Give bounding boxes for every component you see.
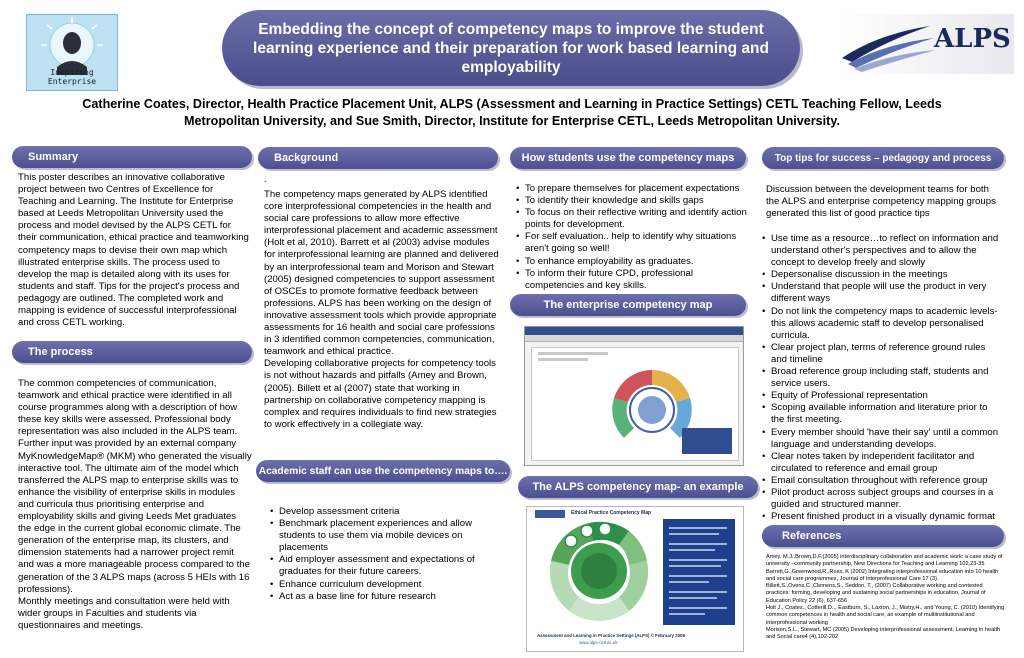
tips-item: Broad reference group including staff, s… — [762, 366, 1002, 390]
tips-item: Every member should 'have their say' unt… — [762, 427, 1002, 451]
tips-item: Email consultation throughout with refer… — [762, 475, 1002, 487]
academic-item: Act as a base line for future research — [270, 591, 502, 603]
summary-heading: Summary — [12, 146, 252, 168]
process-paragraph: The common competencies of communication… — [18, 378, 252, 595]
students-item: To prepare themselves for placement expe… — [516, 183, 752, 195]
students-item: To focus on their reflective writing and… — [516, 207, 752, 231]
enterprise-map-heading: The enterprise competency map — [510, 294, 746, 316]
alps-logo-text: ALPS — [934, 24, 1011, 54]
reference-item: Amey, M.J.,Brown,D.F.(2005) interdiscipl… — [766, 554, 1003, 568]
tips-item: Scoping available information and litera… — [762, 402, 1002, 426]
students-item: To identify their knowledge and skills g… — [516, 195, 752, 207]
alps-map-figure: Ethical Practice Competency Map Assessme… — [526, 506, 744, 652]
alps-map-logo — [535, 510, 565, 518]
background-paragraph: The competency maps generated by ALPS id… — [264, 189, 499, 358]
students-list: To prepare themselves for placement expe… — [516, 183, 752, 292]
background-paragraph-2: Developing collaborative projects for co… — [264, 358, 497, 430]
references-list: Amey, M.J.,Brown,D.F.(2005) interdiscipl… — [766, 554, 1006, 642]
poster-title: Embedding the concept of competency maps… — [222, 10, 800, 86]
tips-item: Use time as a resource…to reflect on inf… — [762, 233, 1002, 269]
tips-item: Depersonalise discussion in the meetings — [762, 269, 1002, 281]
tips-item: Do not link the competency maps to acade… — [762, 306, 1002, 342]
academic-item: Enhance curriculum development — [270, 579, 502, 591]
summary-text: This poster describes an innovative coll… — [18, 172, 249, 329]
tips-intro: Discussion between the development teams… — [766, 184, 996, 220]
academic-item: Aid employer assessment and expectations… — [270, 554, 502, 578]
logo-caption: Inspiring Enterprise — [47, 68, 97, 86]
enterprise-map-screenshot — [524, 326, 744, 466]
reference-item: Billett,S.,Ovens,C.,Clemens,S., Seddon, … — [766, 583, 986, 604]
tips-item: Clear notes taken by independent facilit… — [762, 451, 1002, 475]
students-heading: How students use the competency maps — [510, 147, 746, 169]
background-text: The competency maps generated by ALPS id… — [264, 189, 502, 431]
window-titlebar — [525, 327, 743, 335]
tips-item: Pilot product across subject groups and … — [762, 487, 1002, 511]
alps-logo: ALPS — [838, 14, 1014, 74]
tips-item: Clear project plan, terms of reference g… — [762, 342, 1002, 366]
students-item: To inform their future CPD, professional… — [516, 268, 752, 292]
inspiring-enterprise-logo: Inspiring Enterprise — [26, 14, 118, 91]
tips-item: Understand that people will use the prod… — [762, 281, 1002, 305]
tips-item: Present finished product in a visually d… — [762, 511, 1002, 523]
lightbulb-head-icon — [41, 17, 103, 75]
references-heading: References — [762, 525, 1004, 547]
alps-swoosh-icon — [842, 26, 936, 72]
alps-map-footer: Assessment and Learning in Practice Sett… — [537, 633, 685, 638]
reference-item: Morison,S.L., Stewart, MC (2005) Develop… — [766, 626, 1001, 641]
alps-map-heading: The ALPS competency map- an example — [518, 476, 758, 498]
alps-map-panel-title: Ethical Practice Competency Map — [571, 510, 652, 516]
alps-map-graphic — [549, 519, 735, 625]
tips-list: Use time as a resource…to reflect on inf… — [762, 233, 1002, 523]
reference-item: Barrett,G.,Greenwood,R.,Ross, K (2002) I… — [766, 568, 999, 582]
tips-item: Equity of Professional representation — [762, 390, 1002, 402]
map-viewport — [531, 347, 739, 461]
students-item: For self evaluation.. help to identify w… — [516, 231, 752, 255]
academic-list: Develop assessment criteria Benchmark pl… — [270, 506, 502, 603]
process-text: The common competencies of communication… — [18, 378, 252, 632]
process-paragraph-2: Monthly meetings and consultation were h… — [18, 595, 230, 631]
reference-item: Holt J., Coates., Cotterill,D.., Eastbur… — [766, 605, 1005, 626]
background-dot: . — [264, 174, 267, 185]
academic-item: Develop assessment criteria — [270, 506, 502, 518]
authors-line: Catherine Coates, Director, Health Pract… — [82, 97, 942, 128]
background-heading: Background — [258, 147, 498, 169]
browser-toolbar — [525, 335, 743, 342]
enterprise-map-graphic — [538, 352, 732, 454]
academic-heading: Academic staff can use the competency ma… — [256, 460, 510, 482]
academic-item: Benchmark placement experiences and allo… — [270, 518, 502, 554]
students-item: To enhance employability as graduates. — [516, 256, 752, 268]
alps-map-footer-url: www.alps-cetl.ac.uk — [579, 640, 618, 645]
process-heading: The process — [12, 341, 252, 363]
tips-heading: Top tips for success – pedagogy and proc… — [762, 147, 1004, 169]
